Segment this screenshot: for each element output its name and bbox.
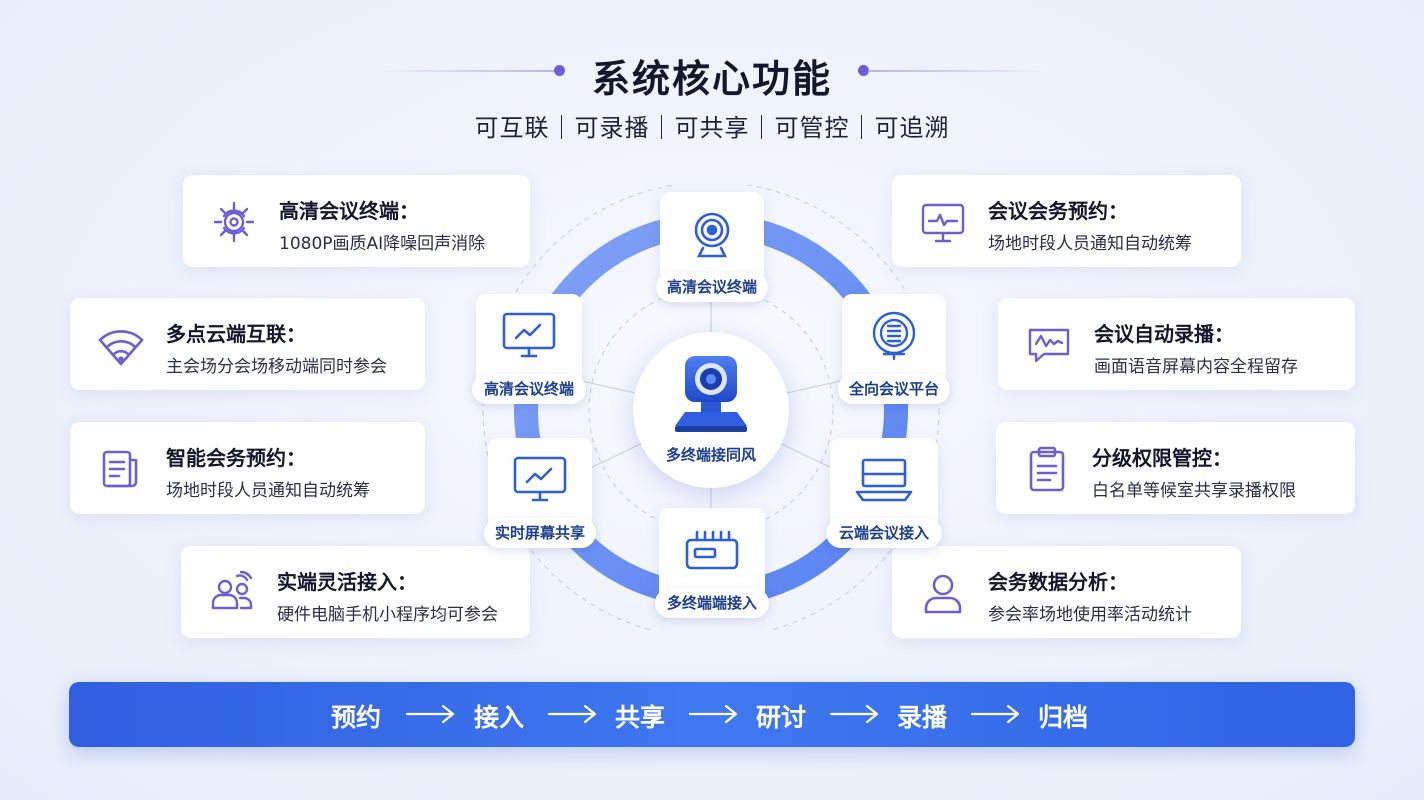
- camera-target-icon: [213, 201, 255, 243]
- card-desc: 画面语音屏幕内容全程留存: [1094, 357, 1298, 377]
- clipboard-icon: [1029, 446, 1065, 492]
- arrow-right-icon: [688, 704, 738, 724]
- flow-step: 共享: [615, 703, 666, 732]
- document-icon: [102, 450, 138, 488]
- hub-node-hd-terminal-top: 高清会议终端: [656, 192, 768, 302]
- card-title: 会议会务预约：: [988, 199, 1128, 223]
- feature-card-hd-terminal: 高清会议终端： 1080P画质AI降噪回声消除: [183, 175, 530, 267]
- feature-card-auto-recording: 会议自动录播： 画面语音屏幕内容全程留存: [998, 298, 1355, 390]
- feature-card-meeting-booking: 会议会务预约： 场地时段人员通知自动统筹: [892, 175, 1241, 267]
- flow-step: 录播: [897, 703, 948, 732]
- hub-node-label: 全向会议平台: [838, 374, 950, 404]
- title-left-line: [376, 70, 556, 72]
- outer-dashed-ring: [482, 185, 940, 630]
- feature-card-flexible-access: 实端灵活接入： 硬件电脑手机小程序均可参会: [181, 546, 530, 638]
- router-icon: [685, 530, 739, 570]
- hub-node-cloud-access: 云端会议接入: [826, 438, 942, 548]
- card-title: 多点云端互联：: [166, 322, 306, 346]
- user-icon: [924, 574, 962, 614]
- hub-node-hd-terminal-left: 高清会议终端: [472, 294, 586, 404]
- globe-mic-icon: [872, 311, 916, 361]
- monitor-icon: [502, 312, 556, 358]
- hub-center: 多终端接同风: [633, 332, 789, 488]
- card-title: 实端灵活接入：: [277, 570, 417, 594]
- hub-node-multi-terminal: 多终端端接入: [655, 508, 769, 618]
- flow-step: 接入: [474, 703, 525, 732]
- feature-card-smart-booking: 智能会务预约： 场地时段人员通知自动统筹: [70, 422, 425, 514]
- card-desc: 硬件电脑手机小程序均可参会: [277, 605, 498, 625]
- users-icon: [211, 570, 253, 610]
- title-left-dot: [554, 65, 565, 76]
- card-title: 分级权限管控：: [1092, 446, 1232, 470]
- arrow-right-icon: [405, 704, 455, 724]
- chat-wave-icon: [1028, 328, 1070, 363]
- monitor-chart-icon: [921, 203, 965, 243]
- hub-node-label: 高清会议终端: [472, 374, 586, 404]
- hub-node-label: 高清会议终端: [656, 272, 768, 302]
- screen-share-icon: [513, 456, 567, 502]
- card-title: 会议自动录播：: [1094, 322, 1234, 346]
- laptop-icon: [855, 458, 913, 502]
- workflow-bar: 预约 接入 共享 研讨 录播 归档: [69, 682, 1355, 747]
- card-desc: 1080P画质AI降噪回声消除: [279, 234, 486, 254]
- flow-step: 预约: [331, 703, 382, 732]
- conference-camera-icon: [675, 356, 747, 432]
- arrow-right-icon: [970, 704, 1020, 724]
- page-title: 系统核心功能: [591, 57, 832, 101]
- title-right-line: [868, 70, 1048, 72]
- hub-node-screen-share: 实时屏幕共享: [484, 438, 596, 548]
- card-desc: 场地时段人员通知自动统筹: [166, 481, 370, 501]
- flow-step: 归档: [1038, 703, 1089, 732]
- flow-step: 研讨: [756, 703, 807, 732]
- title-right-dot: [858, 65, 869, 76]
- page-subtitle: 可互联｜可录播｜可共享｜可管控｜可追溯: [474, 114, 950, 142]
- card-desc: 主会场分会场移动端同时参会: [166, 357, 387, 377]
- card-title: 会务数据分析：: [988, 570, 1128, 594]
- card-title: 高清会议终端：: [279, 199, 419, 223]
- card-desc: 白名单等候室共享录播权限: [1092, 481, 1296, 501]
- webcam-icon: [694, 212, 730, 258]
- arrow-right-icon: [547, 704, 597, 724]
- hub-node-label: 实时屏幕共享: [484, 518, 596, 548]
- feature-card-data-analysis: 会务数据分析： 参会率场地使用率活动统计: [892, 546, 1241, 638]
- hub-node-label: 云端会议接入: [826, 518, 942, 548]
- title-bar: 系统核心功能: [0, 44, 1424, 101]
- card-desc: 参会率场地使用率活动统计: [988, 605, 1192, 625]
- hub-node-label: 多终端端接入: [655, 588, 769, 618]
- feature-card-permission-control: 分级权限管控： 白名单等候室共享录播权限: [996, 422, 1355, 514]
- arrow-right-icon: [829, 704, 879, 724]
- card-title: 智能会务预约：: [166, 446, 306, 470]
- hub-node-omni-platform: 全向会议平台: [838, 294, 950, 404]
- hub-center-label: 多终端接同风: [665, 446, 756, 464]
- feature-card-cloud-interconnect: 多点云端互联： 主会场分会场移动端同时参会: [70, 298, 425, 390]
- wifi-icon: [98, 330, 144, 366]
- card-desc: 场地时段人员通知自动统筹: [988, 234, 1192, 254]
